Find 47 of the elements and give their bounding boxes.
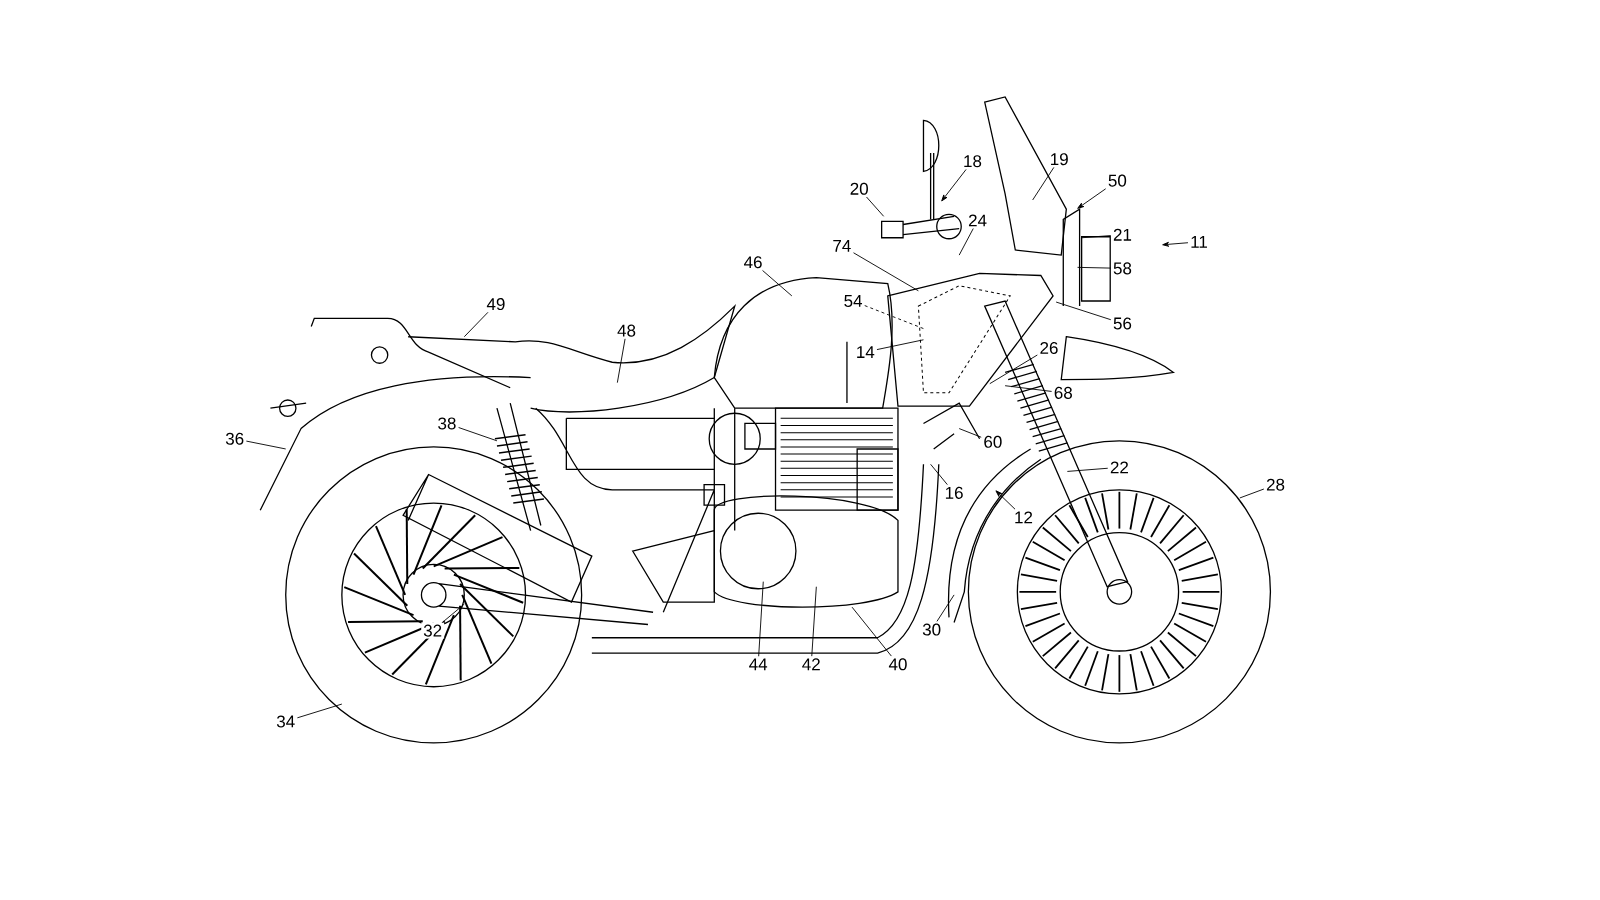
leader-line [762,270,793,297]
leader-line [1077,266,1112,269]
callout-number: 46 [741,254,765,271]
callout-number: 74 [830,238,854,254]
leader-line [866,196,885,217]
leader-line [1066,467,1109,472]
leader-line [989,354,1038,385]
leader-line [995,490,1016,510]
leader-line [1081,235,1112,239]
callout-number: 24 [966,212,989,229]
leader-line [811,586,817,657]
callout-number: 22 [1107,459,1131,476]
callout-number: 12 [1012,509,1035,526]
callout-number: 18 [961,153,984,170]
leader-line [758,581,764,657]
leader-line [851,606,892,657]
leader-line [1162,241,1189,247]
leader-line [864,305,924,329]
callout-number: 56 [1111,315,1134,332]
leader-line [853,252,919,292]
leader-line [463,311,489,338]
callout-number: 42 [799,656,823,673]
leader-line [296,703,343,719]
leader-line [1077,188,1107,209]
callout-number: 49 [484,296,508,313]
leader-line [958,428,982,438]
leader-line [936,594,955,622]
leader-line [458,427,498,442]
callout-number: 40 [886,656,910,673]
leader-line [442,603,465,623]
callout-number: 19 [1047,151,1071,168]
callout-number: 14 [853,344,877,360]
callout-number: 44 [746,656,770,673]
leader-line [930,463,948,486]
callout-number: 54 [841,293,865,309]
leader-line [1239,488,1265,499]
callout-number: 34 [274,713,298,730]
callout-number: 58 [1111,260,1134,277]
leader-line [876,339,924,351]
leader-line [616,338,626,384]
leader-line [941,169,967,202]
leader-line [1055,301,1112,321]
leader-line [958,228,974,256]
callout-number: 38 [435,415,459,432]
leader-line [1004,385,1053,392]
leader-line [1032,166,1055,201]
leader-line [245,440,287,450]
